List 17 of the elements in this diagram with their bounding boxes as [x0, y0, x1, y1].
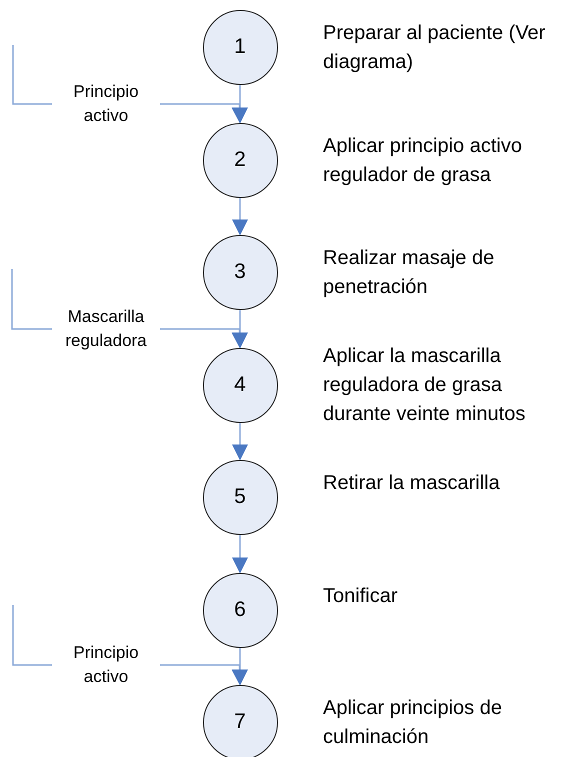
step-number: 5: [234, 485, 246, 509]
step-number: 1: [234, 35, 246, 59]
step-description: Aplicar principio activo regulador de grasa: [323, 134, 523, 188]
step-description: Retirar la mascarilla: [323, 471, 501, 496]
step-description: Realizar masaje de penetración: [323, 246, 496, 300]
flow-arrow: [232, 422, 248, 460]
step-number: 3: [234, 260, 246, 284]
flow-arrow: [232, 534, 248, 574]
step-description: Preparar al paciente (Ver diagrama): [323, 21, 546, 75]
step-number: 2: [234, 148, 246, 172]
step-number: 6: [234, 598, 246, 622]
flow-arrow: [232, 198, 248, 236]
step-number: 4: [234, 373, 246, 397]
step-description: Aplicar la mascarilla reguladora de grasa durante veinte minutos: [323, 344, 526, 427]
step-description: Aplicar principios de culminación: [323, 696, 503, 750]
step-number: 7: [234, 710, 246, 734]
step-description: Tonificar: [323, 584, 398, 609]
